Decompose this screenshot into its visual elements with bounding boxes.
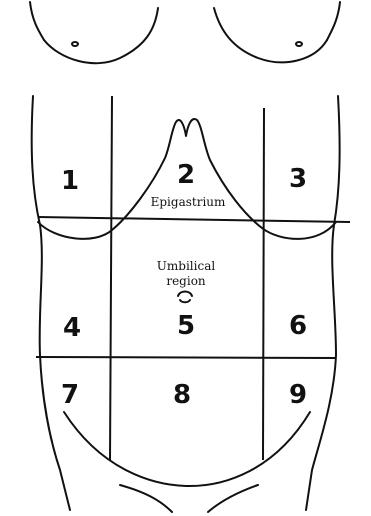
right-thigh-line — [208, 485, 258, 512]
left-body-contour — [32, 96, 70, 510]
lower-horizontal-line — [36, 357, 336, 358]
epigastrium-label: Epigastrium — [151, 195, 226, 209]
region-number-3: 3 — [289, 164, 307, 194]
left-breast-outline — [44, 8, 158, 63]
right-vertical-line — [263, 108, 264, 460]
left-nipple-icon — [72, 42, 78, 46]
umbilical-label-line2: region — [166, 274, 206, 288]
region-number-7: 7 — [61, 380, 79, 410]
region-number-8: 8 — [173, 380, 191, 410]
right-neck-line — [327, 2, 340, 40]
region-number-6: 6 — [289, 311, 307, 341]
region-number-1: 1 — [61, 166, 79, 196]
region-number-2: 2 — [177, 160, 195, 190]
right-nipple-icon — [296, 42, 302, 46]
right-body-contour — [306, 96, 340, 510]
left-neck-line — [30, 2, 44, 40]
umbilical-label-line1: Umbilical — [157, 259, 216, 273]
right-breast-outline — [214, 8, 327, 62]
region-number-4: 4 — [63, 313, 81, 343]
groin-curve-outline — [64, 412, 310, 486]
left-thigh-line — [120, 485, 172, 512]
upper-horizontal-line — [38, 217, 350, 222]
umbilicus-icon — [178, 292, 192, 303]
region-number-9: 9 — [289, 380, 307, 410]
region-number-5: 5 — [177, 311, 195, 341]
left-vertical-line — [110, 96, 112, 460]
